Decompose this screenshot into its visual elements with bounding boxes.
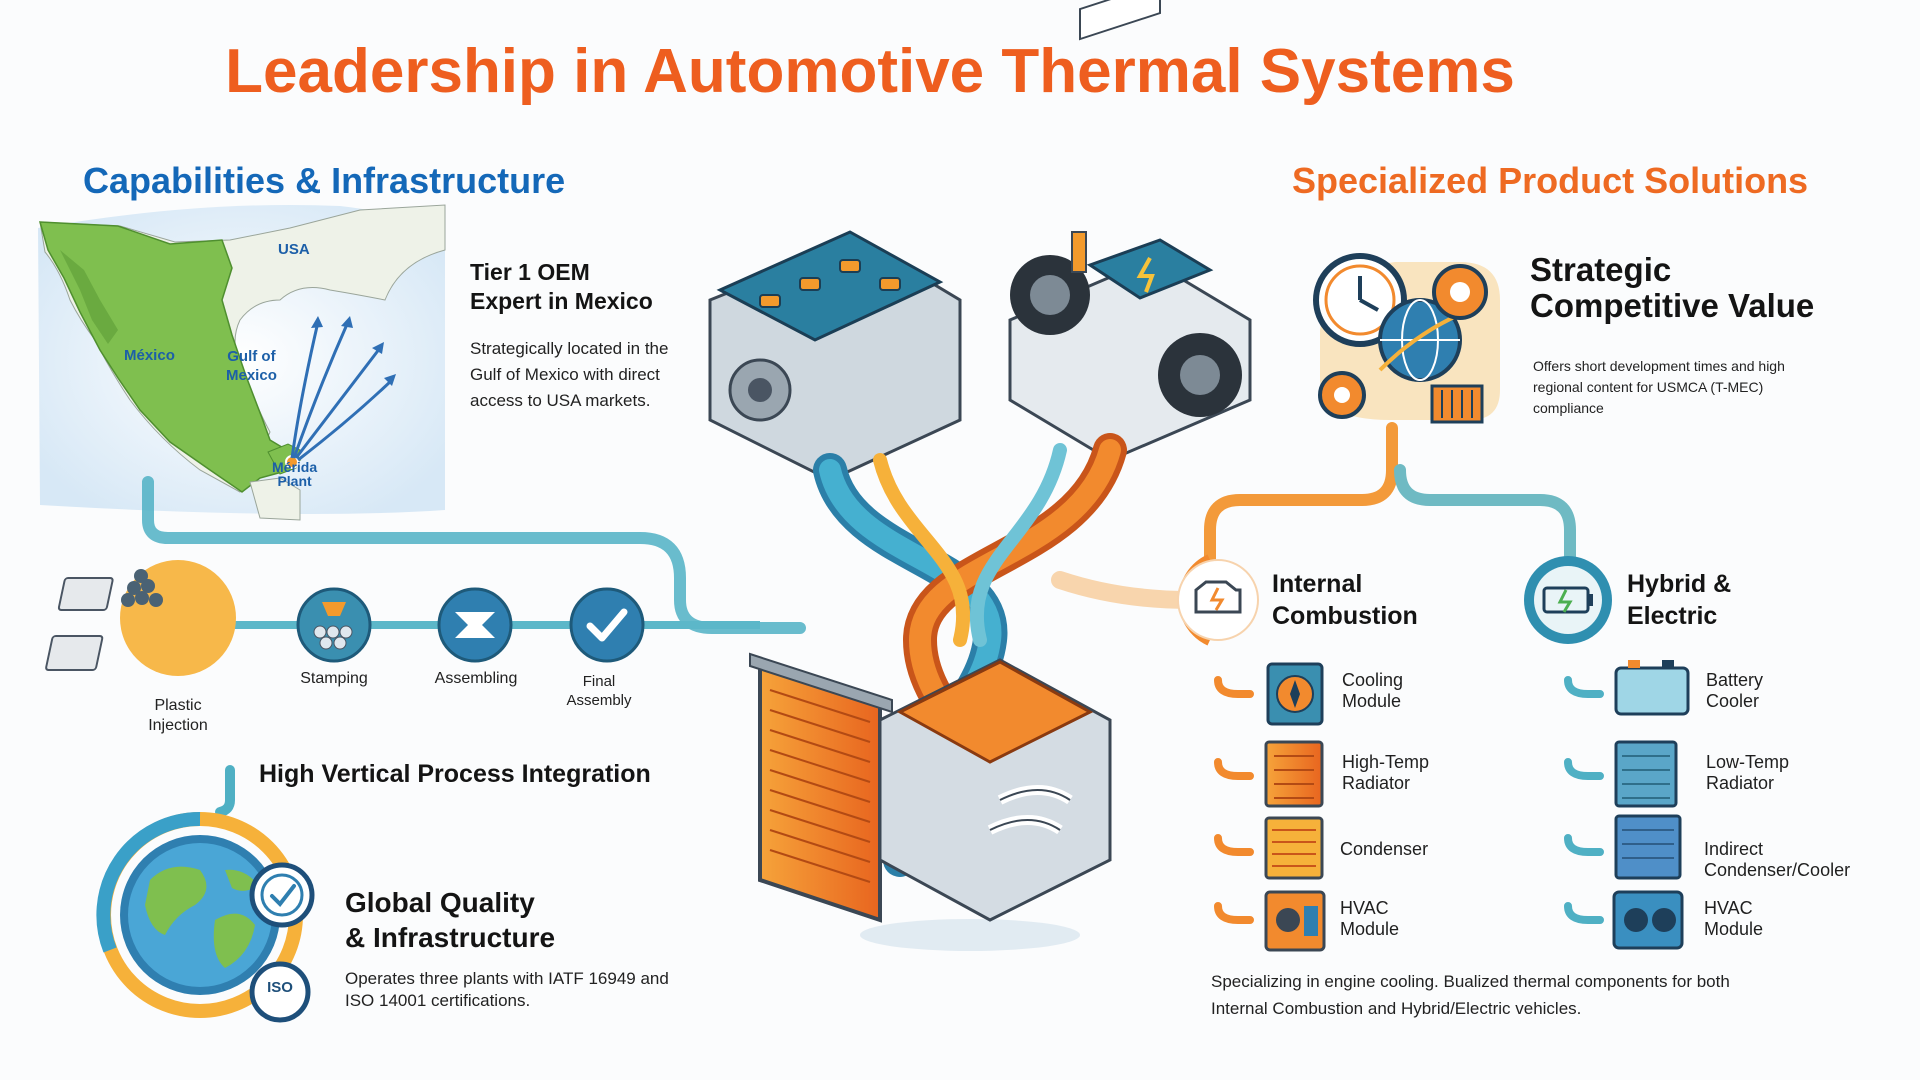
product-condenser: Condenser: [1340, 839, 1429, 859]
product-solutions-heading: Specialized Product Solutions: [1292, 160, 1809, 201]
hybrid-electric-icon: [1524, 556, 1612, 644]
product-indirect-condenser: Indirect Condenser/Cooler: [1704, 839, 1851, 880]
internal-combustion-title: Internal Combustion: [1272, 570, 1418, 630]
tier1-title: Tier 1 OEM Expert in Mexico: [470, 259, 653, 314]
mexico-map: [38, 204, 446, 521]
step-plastic-injection: Plastic Injection: [148, 697, 208, 734]
product-icons-hybrid: [1612, 660, 1690, 950]
product-hvac-module-ic: HVAC Module: [1340, 898, 1400, 939]
product-high-temp-radiator: High-Temp Radiator: [1342, 752, 1430, 793]
step-assembling: Assembling: [434, 670, 518, 687]
tree-connector-right: [1394, 464, 1576, 566]
product-battery-cooler: Battery Cooler: [1706, 670, 1764, 711]
iso-badge: ISO: [267, 979, 293, 996]
page-title: Leadership in Automotive Thermal Systems: [225, 37, 1515, 106]
internal-combustion-icon: [1177, 554, 1259, 646]
strategic-text: Offers short development times and high …: [1533, 358, 1785, 416]
map-label-gulf: Gulf of Mexico: [226, 348, 277, 384]
capabilities-heading: Capabilities & Infrastructure: [83, 160, 566, 201]
thermal-system-illustration: [708, 0, 1252, 951]
hybrid-electric-title: Hybrid & Electric: [1627, 570, 1732, 630]
step-stamping: Stamping: [300, 670, 368, 687]
process-steps-graphics: [45, 560, 645, 676]
product-hvac-module-ev: HVAC Module: [1704, 898, 1764, 939]
tier1-text: Strategically located in the Gulf of Mex…: [470, 339, 669, 410]
product-low-temp-radiator: Low-Temp Radiator: [1706, 752, 1790, 793]
map-label-mexico: México: [124, 347, 175, 364]
product-cooling-module: Cooling Module: [1342, 670, 1404, 711]
globe-graphic: [96, 765, 315, 1023]
strategic-value-icon: [1313, 253, 1500, 424]
quality-text: Operates three plants with IATF 16949 an…: [345, 969, 669, 1010]
product-icons-internal: [1264, 662, 1326, 952]
strategic-title: Strategic Competitive Value: [1530, 251, 1815, 324]
solutions-footer-text: Specializing in engine cooling. Bualized…: [1211, 972, 1730, 1018]
map-label-plant: Mérida Plant: [272, 459, 318, 489]
step-final-assembly: Final Assembly: [566, 673, 632, 709]
tree-connector-left: [1204, 422, 1398, 596]
quality-title: Global Quality & Infrastructure: [345, 887, 556, 953]
map-label-usa: USA: [278, 241, 310, 258]
process-integration-title: High Vertical Process Integration: [259, 760, 651, 788]
